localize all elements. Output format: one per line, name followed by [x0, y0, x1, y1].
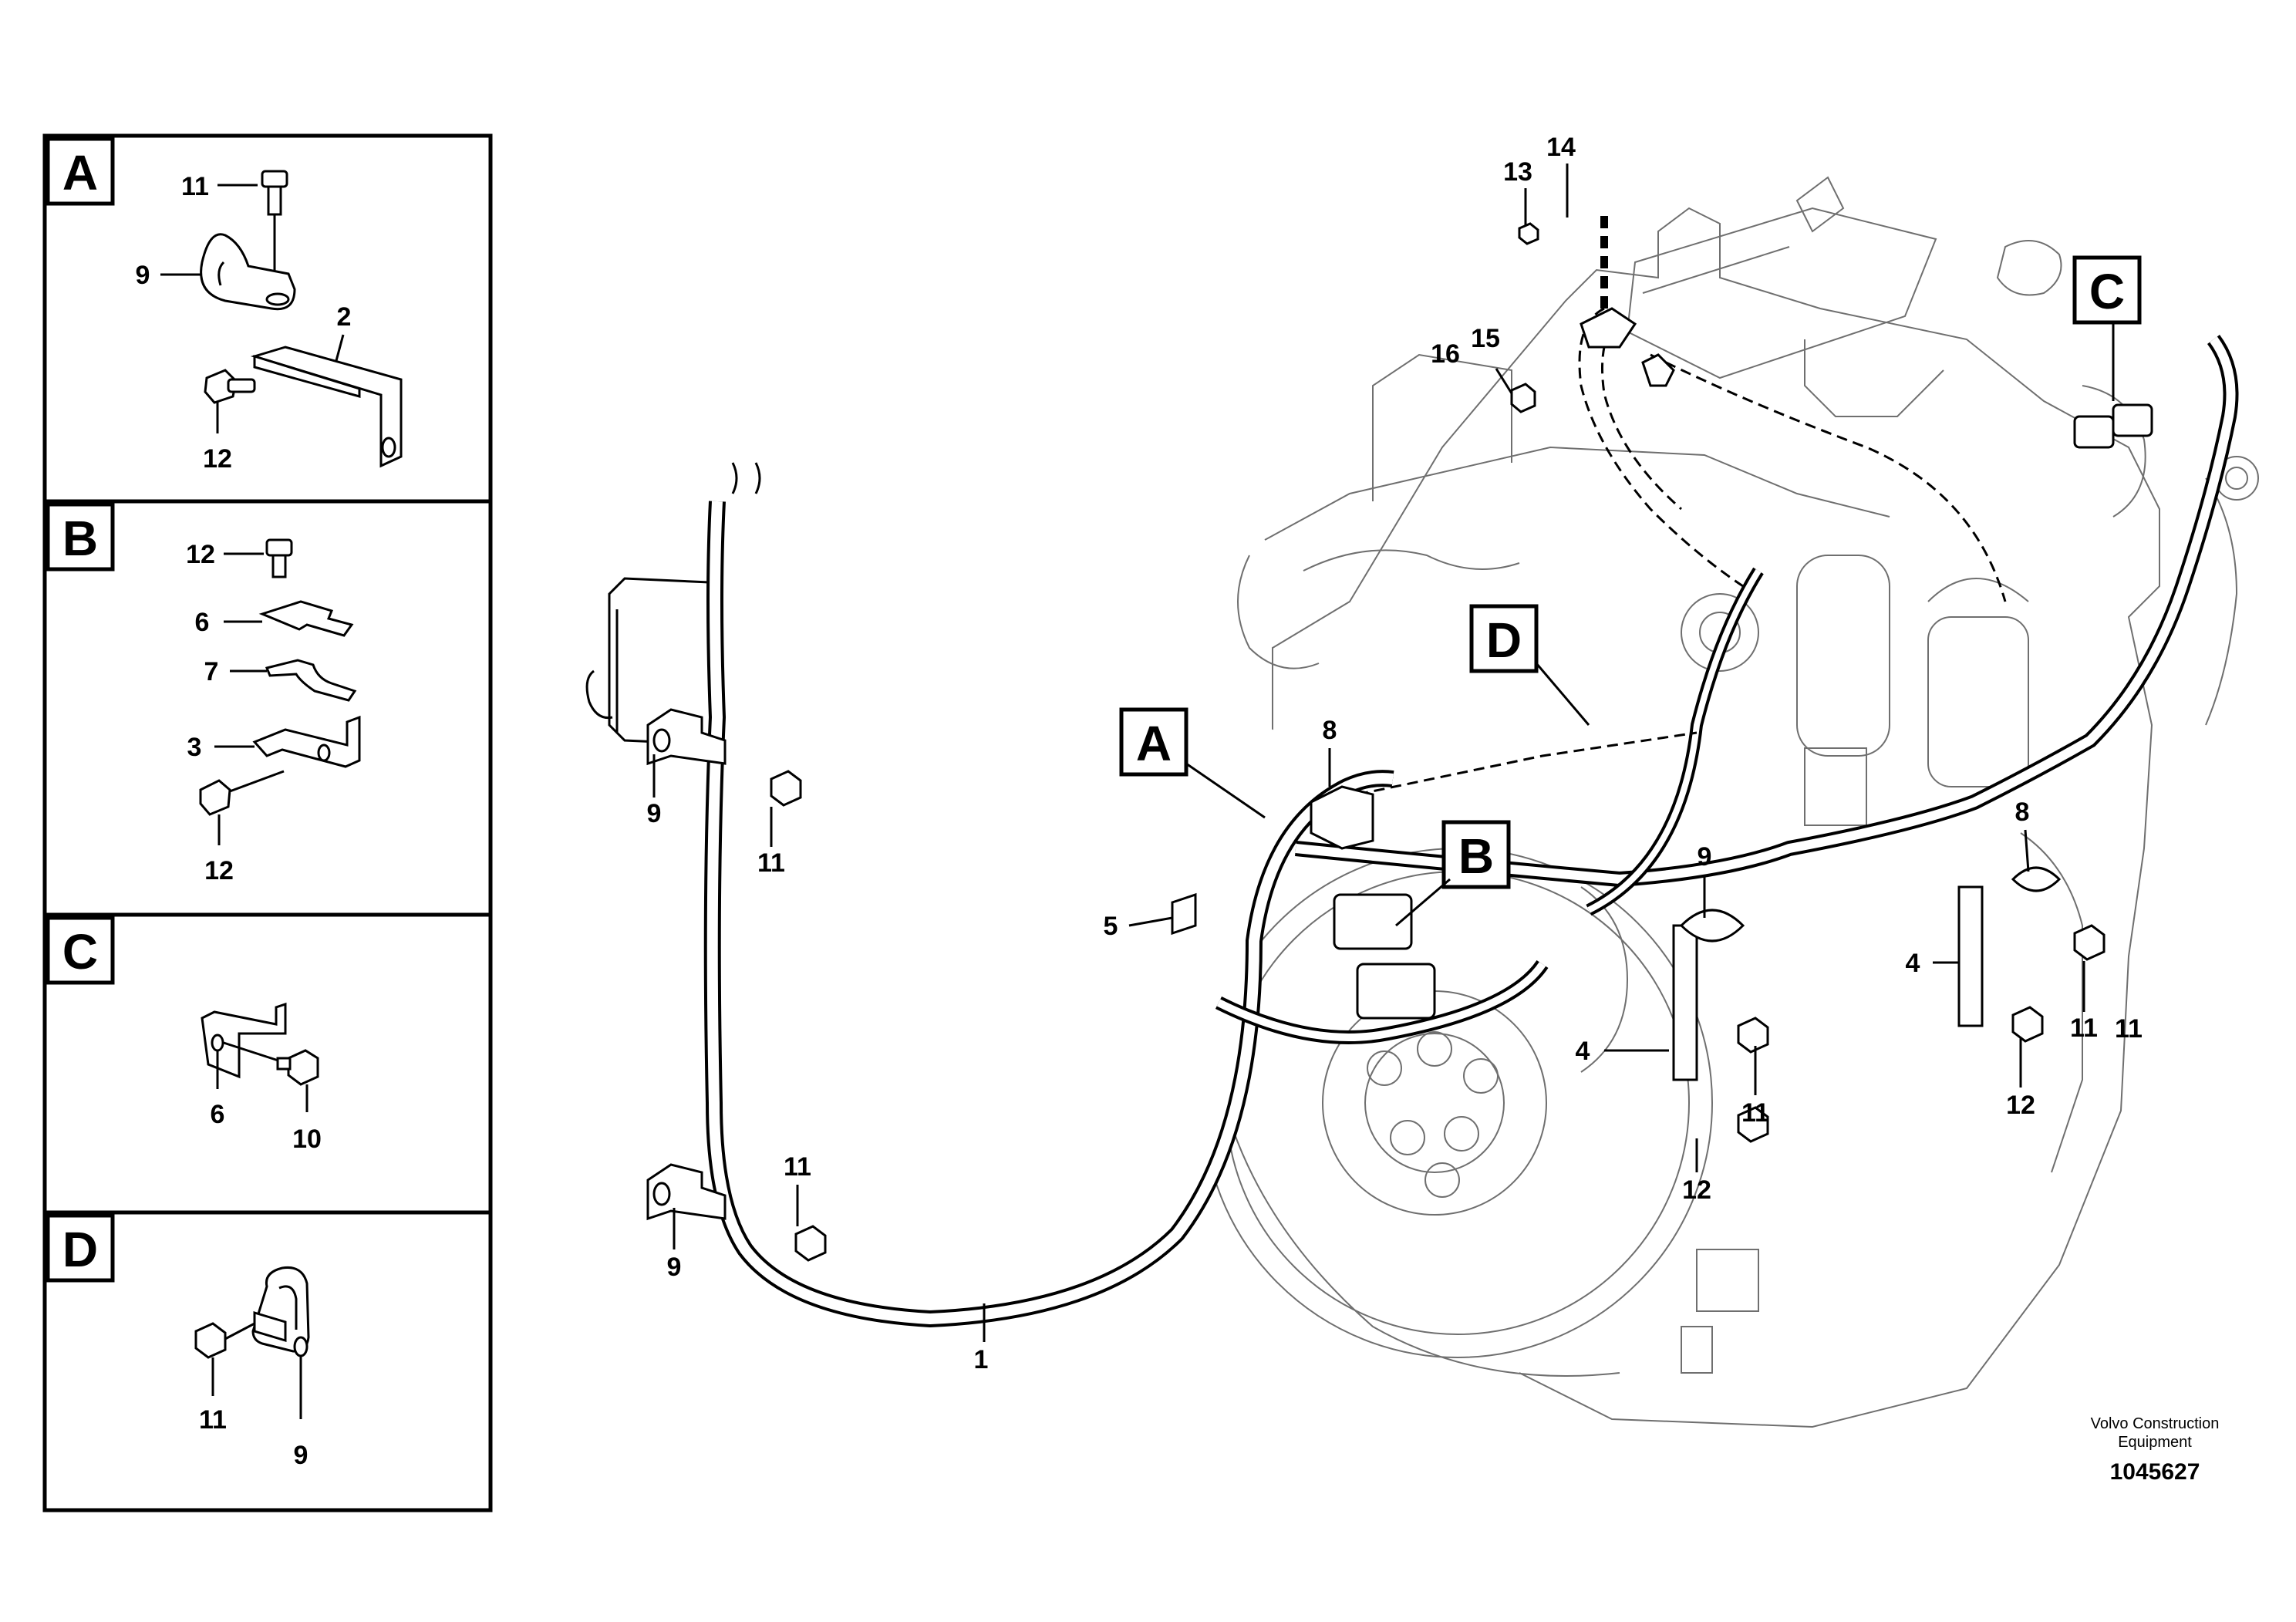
callout-1-harness: 1 [974, 1345, 989, 1374]
main-tag-c: C [2089, 264, 2125, 319]
panel-a-letter: A [62, 145, 98, 201]
bolt-icon [770, 222, 2106, 1262]
panel-d-callout-clamp: 9 [294, 1441, 308, 1470]
panel-a-callout-bolt: 11 [181, 172, 209, 201]
callout-11-ecu: 11 [757, 848, 785, 878]
panel-d-letter: D [62, 1222, 98, 1277]
document-number: 1045627 [2110, 1459, 2200, 1485]
brand-name: Volvo Construction [2091, 1415, 2220, 1432]
callout-4-right: 4 [1906, 949, 1920, 978]
callout-9-center: 9 [1698, 842, 1712, 872]
callout-13: 13 [1503, 157, 1532, 187]
clamp-icon [251, 1266, 310, 1357]
callout-12-right: 12 [2006, 1091, 2035, 1120]
panel-c-callout-bolt: 10 [292, 1125, 322, 1154]
callout-5: 5 [1104, 912, 1118, 941]
callout-8-left: 8 [1323, 716, 1337, 745]
callout-12-center: 12 [1682, 1175, 1711, 1205]
panel-b-callout-bolt-lower: 12 [204, 856, 234, 885]
main-callouts: 14 13 16 15 8 8 9 5 4 4 9 11 11 11 11 12… [647, 133, 2143, 1374]
panel-c-letter: C [62, 924, 98, 980]
callout-4-left: 4 [1576, 1037, 1590, 1066]
shim-icon [265, 659, 357, 702]
main-tag-a: A [1136, 716, 1172, 771]
callout-9-ecu: 9 [647, 799, 662, 828]
bolt-icon [204, 369, 256, 404]
panel-a: A 11 9 2 [46, 137, 403, 474]
harness-fittings [646, 222, 2153, 1262]
panel-b-callout-shim: 7 [204, 657, 219, 686]
wiring-harness [703, 216, 2239, 1328]
callout-9-lower: 9 [667, 1253, 682, 1282]
callout-16: 16 [1431, 339, 1460, 369]
panel-a-callout-clamp: 9 [136, 261, 150, 290]
panel-b-callout-bolt: 12 [186, 540, 215, 569]
bracket-icon [250, 346, 403, 468]
panel-b-letter: B [62, 511, 98, 566]
panel-a-callout-bolt-lower: 12 [203, 444, 232, 474]
callout-11-right: 11 [2070, 1013, 2098, 1043]
callout-14: 14 [1546, 133, 1576, 162]
panel-d: D 11 9 [46, 1213, 310, 1470]
bolt-icon [194, 1322, 255, 1359]
callout-11-lower: 11 [784, 1152, 811, 1182]
bolt-icon [276, 1049, 319, 1086]
plate-icon [258, 600, 354, 637]
bolt-icon [199, 770, 285, 816]
panel-c-callout-bracket: 6 [211, 1100, 225, 1129]
callout-11-center: 11 [1741, 1098, 1769, 1128]
brand-subtitle: Equipment [2118, 1434, 2192, 1451]
panel-c: C 6 10 [46, 916, 322, 1154]
main-tags: A B C D [1119, 255, 2142, 927]
panel-b-callout-bracket: 3 [187, 733, 202, 762]
main-tag-d: D [1486, 612, 1522, 668]
callout-15: 15 [1471, 324, 1500, 353]
footer: Volvo Construction Equipment 1045627 [2091, 1415, 2220, 1485]
panel-b-callout-plate: 6 [195, 608, 210, 637]
detail-panels: A 11 9 2 [42, 133, 493, 1512]
bracket-icon [201, 1002, 287, 1079]
panel-b: B 12 6 7 3 12 [46, 502, 361, 885]
bracket-icon [252, 715, 361, 768]
panel-d-callout-bolt: 11 [199, 1405, 227, 1435]
callout-8-right: 8 [2015, 798, 2030, 827]
main-tag-b: B [1458, 828, 1494, 884]
clamp-icon [200, 233, 296, 311]
callout-11-far-right: 11 [2115, 1014, 2143, 1044]
panel-a-callout-bracket: 2 [337, 302, 352, 332]
bolt-icon [265, 538, 293, 578]
